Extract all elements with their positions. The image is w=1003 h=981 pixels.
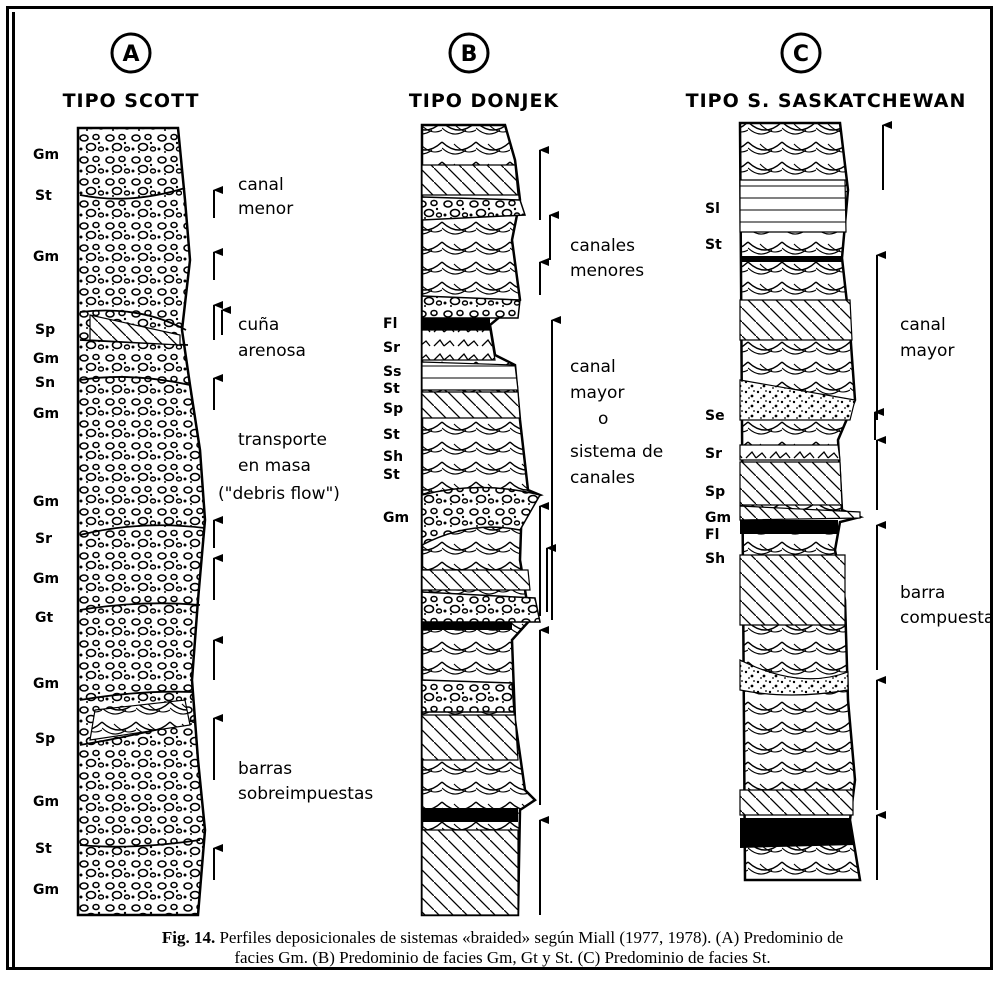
column-b-title: TIPO DONJEK xyxy=(409,90,560,112)
caption-line-2: facies Gm. (B) Predominio de facies Gm, … xyxy=(20,948,985,968)
note-line: mayor xyxy=(900,341,954,361)
note-line: canal xyxy=(570,357,616,377)
facies-label: Sh xyxy=(383,449,403,465)
braided-profiles-diagram: A TIPO SCOTT Gm St Gm Sp Gm Sn Gm xyxy=(0,0,1003,925)
facies-label: Gm xyxy=(33,794,59,810)
facies-label: St xyxy=(35,841,52,857)
facies-label: Sr xyxy=(705,446,722,462)
column-a-fining-arrows xyxy=(214,190,222,880)
facies-label: Sl xyxy=(705,201,720,217)
note-line: ("debris flow") xyxy=(218,484,340,504)
column-a-facies-labels: Gm St Gm Sp Gm Sn Gm Gm Sr Gm Gt Gm Sp G… xyxy=(33,147,59,898)
column-a-title: TIPO SCOTT xyxy=(63,90,200,112)
column-c-planar-bed xyxy=(740,790,853,815)
column-b-gravel-bed xyxy=(422,296,520,318)
facies-label: St xyxy=(383,427,400,443)
column-b: B TIPO DONJEK Fl Sr Ss St Sp St Sh S xyxy=(383,34,663,915)
facies-label: Gm xyxy=(33,676,59,692)
column-a: A TIPO SCOTT Gm St Gm Sp Gm Sn Gm xyxy=(33,34,373,915)
column-b-planar-bed xyxy=(422,570,530,590)
column-c-mud-layer xyxy=(740,818,855,848)
note-line: transporte xyxy=(238,430,327,450)
facies-label: Sp xyxy=(383,401,403,417)
facies-label: Gm xyxy=(705,510,731,526)
facies-label: Se xyxy=(705,408,725,424)
note-line: menores xyxy=(570,261,644,281)
column-c-planar-bed xyxy=(740,300,852,340)
column-b-planar-bed xyxy=(422,392,520,418)
caption-line-1: Perfiles deposicionales de sistemas «bra… xyxy=(215,928,843,947)
note-line: barras xyxy=(238,759,292,779)
figure-number: Fig. 14. xyxy=(162,928,215,947)
column-c-facies-labels: Sl St Se Sr Sp Gm Fl Sh xyxy=(705,201,731,567)
column-b-mud-layer xyxy=(422,622,512,630)
facies-label: Sr xyxy=(383,340,400,356)
facies-label: Sr xyxy=(35,531,52,547)
column-c-title: TIPO S. SASKATCHEWAN xyxy=(686,90,967,112)
facies-label: Gm xyxy=(383,510,409,526)
note-line: canal xyxy=(900,315,946,335)
note-line: sobreimpuestas xyxy=(238,784,373,804)
facies-label: Gm xyxy=(33,351,59,367)
facies-label: Gm xyxy=(33,406,59,422)
facies-label: Gm xyxy=(33,882,59,898)
facies-label: Fl xyxy=(705,527,719,543)
column-b-ripple-bed xyxy=(422,330,495,360)
note-line: sistema de xyxy=(570,442,663,462)
facies-label: Gm xyxy=(33,249,59,265)
facies-label: St xyxy=(705,237,722,253)
column-c-ripple-bed xyxy=(740,445,840,460)
note-line: o xyxy=(598,409,608,429)
facies-label: Gm xyxy=(33,147,59,163)
note-line: canales xyxy=(570,468,635,488)
column-c-flat-bed xyxy=(740,180,846,232)
facies-label: Ss xyxy=(383,364,401,380)
facies-label: St xyxy=(383,381,400,397)
facies-label: Gt xyxy=(35,610,53,626)
note-line: en masa xyxy=(238,456,311,476)
column-c-mud-layer xyxy=(740,256,842,262)
note-line: menor xyxy=(238,199,293,219)
column-b-notes: canales menores canal mayor o sistema de… xyxy=(570,236,663,488)
figure-caption: Fig. 14. Perfiles deposicionales de sist… xyxy=(20,928,985,968)
facies-label: Sh xyxy=(705,551,725,567)
column-b-flat-bed xyxy=(422,362,518,390)
note-line: compuesta xyxy=(900,608,994,628)
facies-label: Sp xyxy=(705,484,725,500)
facies-label: St xyxy=(35,188,52,204)
column-c-letter: C xyxy=(793,42,809,67)
column-c-mud-layer xyxy=(740,520,838,534)
column-b-planar-bed xyxy=(422,165,518,195)
column-b-planar-bed xyxy=(422,715,518,760)
column-b-fining-arrows xyxy=(540,150,552,915)
column-c-notes: canal mayor barra compuesta xyxy=(900,315,994,628)
facies-label: Gm xyxy=(33,494,59,510)
facies-label: Gm xyxy=(33,571,59,587)
column-a-notes: canal menor cuña arenosa transporte en m… xyxy=(218,175,373,804)
note-line: cuña xyxy=(238,315,279,335)
column-b-planar-bed xyxy=(422,830,518,915)
facies-label: Fl xyxy=(383,316,397,332)
facies-label: Sn xyxy=(35,375,55,391)
column-a-letter: A xyxy=(122,42,139,67)
facies-label: Sp xyxy=(35,322,55,338)
column-c-planar-bed xyxy=(740,555,845,625)
column-c-planar-bed xyxy=(740,462,842,505)
column-b-mud-layer xyxy=(422,318,490,330)
note-line: canales xyxy=(570,236,635,256)
column-b-letter: B xyxy=(461,42,478,67)
note-line: canal xyxy=(238,175,284,195)
column-a-log xyxy=(78,128,205,915)
column-b-facies-labels: Fl Sr Ss St Sp St Sh St Gm xyxy=(383,316,409,526)
note-line: barra xyxy=(900,583,945,603)
column-b-gravel-bed xyxy=(422,680,514,712)
facies-label: Sp xyxy=(35,731,55,747)
column-c: C TIPO S. SASKATCHEWAN Sl St Se Sr Sp Gm… xyxy=(686,34,995,880)
facies-label: St xyxy=(383,467,400,483)
column-b-mud-layer xyxy=(422,808,518,822)
column-c-fining-arrows xyxy=(875,125,883,880)
note-line: arenosa xyxy=(238,341,306,361)
note-line: mayor xyxy=(570,383,624,403)
